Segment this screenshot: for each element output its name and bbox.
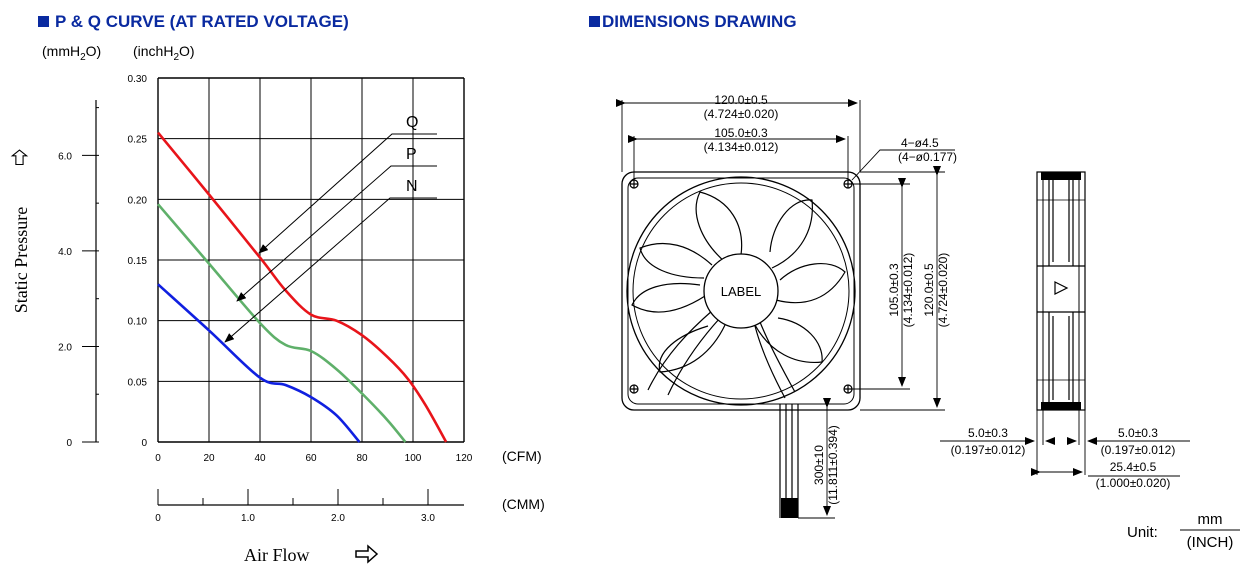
x-axis-cmm: 0 1.0 2.0 3.0 [155, 489, 464, 524]
side-right-inch: (0.197±0.012) [1101, 443, 1176, 457]
y-tick-label: 0 [141, 438, 147, 449]
y-tick-label: 0.30 [128, 74, 148, 85]
side-right-mm: 5.0±0.3 [1118, 426, 1158, 440]
y-tick-label: 0.10 [128, 317, 148, 328]
y-axis-label: Static Pressure [11, 207, 31, 313]
side-dimension-lines [940, 437, 1190, 476]
y-tick-label: 0.05 [128, 377, 148, 388]
dimensions-title-text: DIMENSIONS DRAWING [602, 12, 797, 31]
cmm-tick-label: 3.0 [421, 513, 435, 524]
cmm-tick-label: 0 [155, 513, 161, 524]
x-tick-label: 40 [254, 453, 266, 464]
y-axis-mm: 0 2.0 4.0 6.0 [58, 100, 99, 449]
x-unit-cmm: (CMM) [502, 496, 545, 512]
hole-size-inch: (4−ø0.177) [898, 150, 957, 164]
width-mm: 120.0±0.5 [714, 93, 768, 107]
side-left-inch: (0.197±0.012) [951, 443, 1026, 457]
x-axis-label: Air Flow [244, 545, 310, 565]
mm-tick-label: 2.0 [58, 342, 72, 353]
y-unit-inch: (inchH2O) [133, 43, 195, 63]
x-tick-label: 60 [305, 453, 317, 464]
width-dimension-lines [616, 99, 955, 519]
series-line-q [156, 131, 448, 443]
mm-tick-label: 4.0 [58, 247, 72, 258]
mm-tick-label: 0 [66, 438, 72, 449]
pq-curve-title: P & Q CURVE (AT RATED VOLTAGE) [38, 12, 349, 32]
chart-grid [157, 77, 465, 443]
hole-spacing-inch: (4.134±0.012) [704, 140, 779, 154]
cmm-tick-label: 1.0 [241, 513, 255, 524]
y-tick-label: 0.20 [128, 195, 148, 206]
fan-hub [703, 253, 779, 329]
legend-q-label: Q [406, 114, 418, 131]
y-tick-label: 0.15 [128, 256, 148, 267]
depth-mm: 25.4±0.5 [1110, 460, 1157, 474]
mm-tick-label: 6.0 [58, 151, 72, 162]
fan-ring-outer [626, 176, 856, 406]
dimensions-drawing: LABEL 120.0±0.5 (4.724±0.020) 105.0±0.3 … [616, 93, 1240, 551]
arrow-up-icon [10, 149, 29, 166]
y-tick-labels-inch: 0 0.05 0.10 0.15 0.20 0.25 0.30 [128, 74, 148, 449]
side-cap-bottom [1041, 402, 1081, 410]
x-tick-label: 0 [155, 453, 161, 464]
square-bullet-icon [38, 16, 49, 27]
pq-chart: (mmH2O) (inchH2O) 0 2.0 4.0 6.0 0 0.05 0.10 0.… [10, 43, 545, 565]
width-inch: (4.724±0.020) [704, 107, 779, 121]
series-line-p [157, 203, 407, 443]
fan-frame-inner [627, 177, 855, 405]
cmm-tick-label: 2.0 [331, 513, 345, 524]
x-tick-label: 100 [405, 453, 422, 464]
depth-inch: (1.000±0.020) [1096, 476, 1171, 490]
lead-length-inch: (11.811±0.394) [826, 425, 840, 505]
square-bullet-icon [589, 16, 600, 27]
callout-p [236, 165, 437, 302]
x-unit-cfm: (CFM) [502, 448, 542, 464]
fan-blades [631, 191, 846, 373]
wire-ends [781, 498, 798, 518]
fan-side-view [1036, 171, 1086, 475]
vert-width-inch: (4.724±0.020) [936, 253, 950, 328]
pq-curve-title-text: P & Q CURVE (AT RATED VOLTAGE) [55, 12, 349, 31]
x-tick-label: 20 [203, 453, 215, 464]
side-cap-top [1041, 172, 1081, 180]
lead-wires [779, 404, 799, 518]
x-tick-label: 120 [456, 453, 473, 464]
x-tick-label: 80 [356, 453, 368, 464]
unit-denominator: (INCH) [1187, 534, 1234, 551]
series-callouts [224, 133, 437, 343]
hole-spacing-mm: 105.0±0.3 [714, 126, 768, 140]
side-left-mm: 5.0±0.3 [968, 426, 1008, 440]
series-line-n [157, 283, 361, 443]
fan-frame-outer [621, 171, 861, 411]
vert-width-mm: 120.0±0.5 [922, 263, 936, 317]
unit-label: Unit: [1127, 524, 1158, 541]
fan-struts [647, 309, 796, 399]
hole-size-mm: 4−ø4.5 [901, 136, 939, 150]
fan-ring-inner [632, 182, 850, 400]
legend-n-label: N [406, 178, 418, 195]
chart-series [156, 131, 448, 443]
vert-hole-inch: (4.134±0.012) [901, 253, 915, 328]
lead-length-mm: 300±10 [812, 445, 826, 485]
callout-n [224, 197, 437, 343]
y-tick-label: 0.25 [128, 135, 148, 146]
x-tick-labels-cfm: 0 20 40 60 80 100 120 [155, 453, 473, 464]
unit-numerator: mm [1198, 511, 1223, 528]
fan-front-view [621, 171, 861, 518]
fan-label: LABEL [721, 284, 761, 299]
legend-p-label: P [406, 146, 417, 163]
arrow-right-icon [355, 544, 379, 564]
vert-hole-mm: 105.0±0.3 [887, 263, 901, 317]
y-unit-mm: (mmH2O) [42, 43, 101, 63]
callout-q [258, 133, 437, 254]
dimensions-title: DIMENSIONS DRAWING [589, 12, 797, 32]
